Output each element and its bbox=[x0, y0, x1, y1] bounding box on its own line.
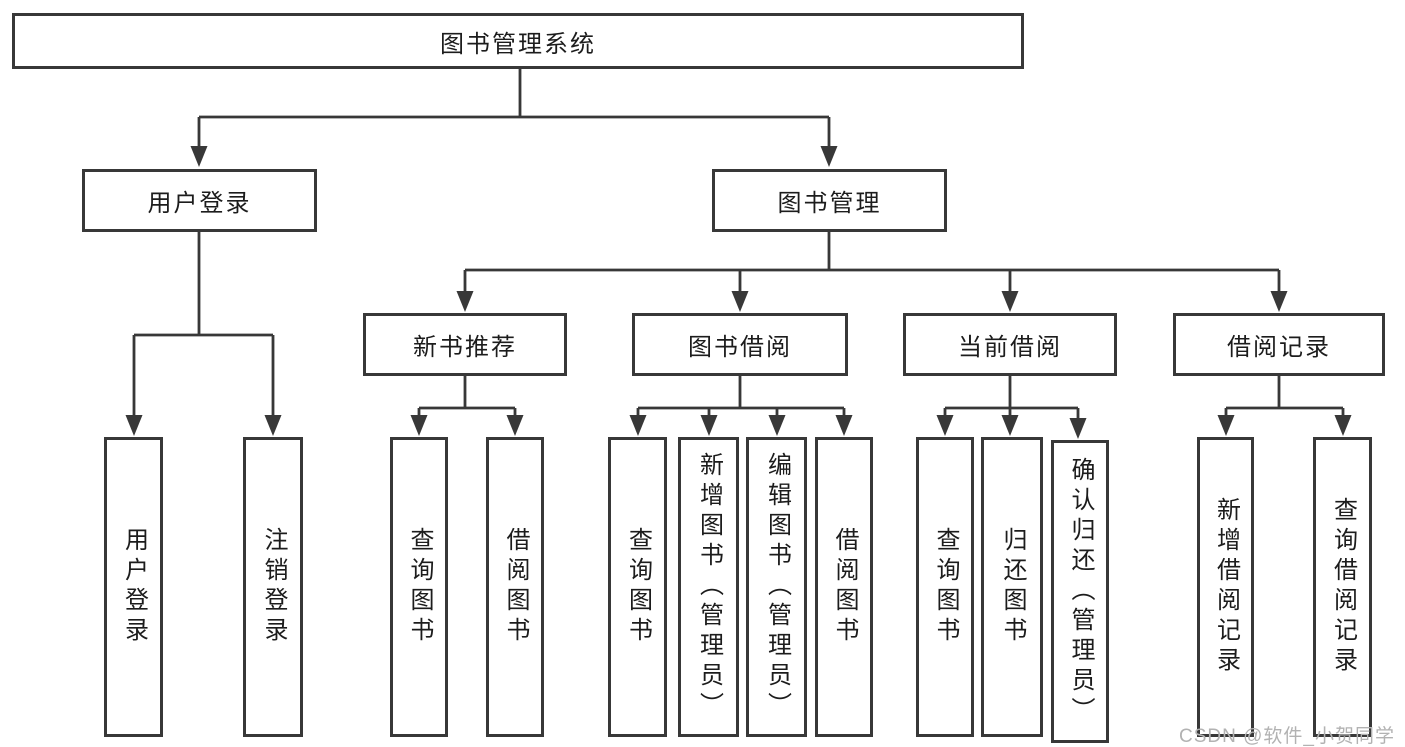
arrowhead-icon bbox=[1217, 415, 1235, 436]
arrowhead-icon bbox=[936, 415, 954, 436]
leaf-add-borrow-record-label: 新增借阅记录 bbox=[1212, 497, 1240, 677]
arrowhead-icon bbox=[700, 415, 718, 436]
arrowhead-icon bbox=[1001, 415, 1019, 436]
leaf-add-book-admin-label: 新增图书（管理员） bbox=[695, 452, 723, 722]
node-book-management-label: 图书管理 bbox=[777, 190, 882, 217]
node-current-borrowing: 当前借阅 bbox=[903, 313, 1117, 376]
leaf-query-books-current: 查询图书 bbox=[916, 437, 974, 737]
arrowhead-icon bbox=[1334, 415, 1352, 436]
arrowhead-icon bbox=[1270, 291, 1288, 312]
leaf-query-books-borrowing-label: 查询图书 bbox=[624, 527, 652, 647]
node-book-borrowing: 图书借阅 bbox=[632, 313, 848, 376]
arrowhead-icon bbox=[190, 146, 208, 167]
leaf-query-books-borrowing: 查询图书 bbox=[608, 437, 667, 737]
leaf-user-login-label: 用户登录 bbox=[120, 527, 148, 647]
node-root: 图书管理系统 bbox=[12, 13, 1024, 69]
leaf-logout-label: 注销登录 bbox=[260, 527, 287, 647]
leaf-confirm-return-admin-label: 确认归还（管理员） bbox=[1067, 456, 1094, 727]
node-current-borrowing-label: 当前借阅 bbox=[958, 334, 1062, 361]
node-book-borrowing-label: 图书借阅 bbox=[688, 334, 792, 361]
arrowhead-icon bbox=[1069, 418, 1087, 439]
leaf-borrow-books-recommend-label: 借阅图书 bbox=[502, 527, 529, 647]
leaf-borrow-books: 借阅图书 bbox=[815, 437, 873, 737]
watermark: CSDN @软件_小贺同学 bbox=[1179, 726, 1395, 747]
node-root-label: 图书管理系统 bbox=[440, 30, 596, 58]
node-new-book-recommend: 新书推荐 bbox=[363, 313, 567, 376]
leaf-query-books-current-label: 查询图书 bbox=[932, 527, 959, 647]
leaf-query-books-recommend-label: 查询图书 bbox=[406, 527, 433, 647]
leaf-user-login: 用户登录 bbox=[104, 437, 163, 737]
leaf-borrow-books-label: 借阅图书 bbox=[831, 527, 858, 647]
node-user-login: 用户登录 bbox=[82, 169, 317, 232]
leaf-edit-book-admin: 编辑图书（管理员） bbox=[746, 437, 807, 737]
arrowhead-icon bbox=[264, 415, 282, 436]
leaf-query-books-recommend: 查询图书 bbox=[390, 437, 448, 737]
leaf-confirm-return-admin: 确认归还（管理员） bbox=[1051, 440, 1109, 743]
leaf-query-borrow-record-label: 查询借阅记录 bbox=[1329, 497, 1357, 677]
leaf-borrow-books-recommend: 借阅图书 bbox=[486, 437, 544, 737]
node-borrow-records: 借阅记录 bbox=[1173, 313, 1385, 376]
leaf-add-book-admin: 新增图书（管理员） bbox=[678, 437, 739, 737]
node-book-management: 图书管理 bbox=[712, 169, 947, 232]
arrowhead-icon bbox=[629, 415, 647, 436]
leaf-add-borrow-record: 新增借阅记录 bbox=[1197, 437, 1254, 737]
leaf-logout: 注销登录 bbox=[243, 437, 303, 737]
arrowhead-icon bbox=[506, 415, 524, 436]
leaf-query-borrow-record: 查询借阅记录 bbox=[1313, 437, 1372, 737]
leaf-return-books-label: 归还图书 bbox=[999, 527, 1026, 647]
arrowhead-icon bbox=[835, 415, 853, 436]
arrowhead-icon bbox=[125, 415, 143, 436]
leaf-edit-book-admin-label: 编辑图书（管理员） bbox=[763, 452, 791, 722]
arrowhead-icon bbox=[456, 291, 474, 312]
node-new-book-recommend-label: 新书推荐 bbox=[413, 334, 517, 361]
leaf-return-books: 归还图书 bbox=[981, 437, 1043, 737]
arrowhead-icon bbox=[1001, 291, 1019, 312]
arrowhead-icon bbox=[731, 291, 749, 312]
node-user-login-label: 用户登录 bbox=[147, 190, 252, 217]
connector-lines bbox=[132, 69, 1345, 423]
arrowhead-icon bbox=[820, 146, 838, 167]
arrowhead-icon bbox=[768, 415, 786, 436]
node-borrow-records-label: 借阅记录 bbox=[1227, 334, 1331, 361]
arrowhead-icon bbox=[410, 415, 428, 436]
